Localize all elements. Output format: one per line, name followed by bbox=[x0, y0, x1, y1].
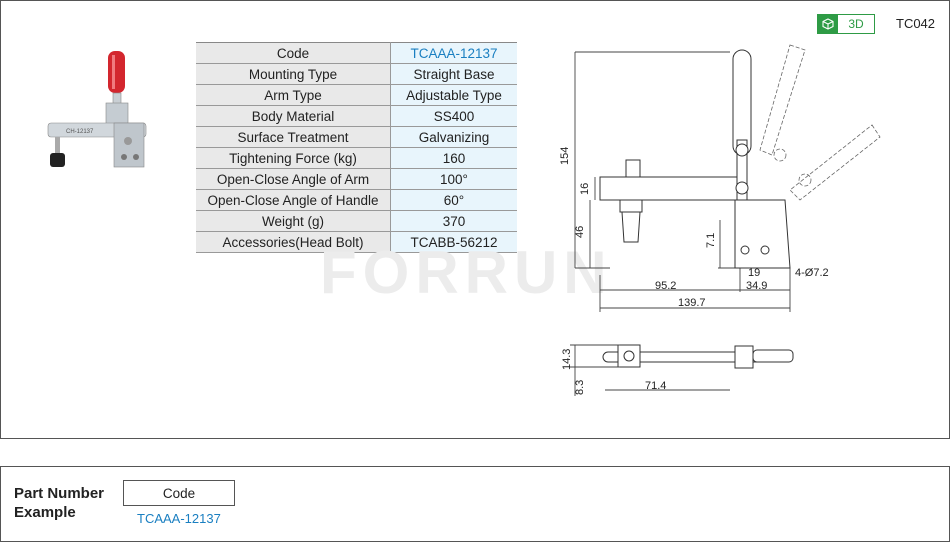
spec-label: Open-Close Angle of Arm bbox=[196, 168, 391, 190]
spec-value: 370 bbox=[390, 210, 517, 232]
dim-7-1: 7.1 bbox=[705, 233, 717, 248]
spec-label: Tightening Force (kg) bbox=[196, 147, 391, 169]
spec-value: 60° bbox=[390, 189, 517, 211]
svg-text:CH-12137: CH-12137 bbox=[66, 129, 94, 135]
spec-value: Adjustable Type bbox=[390, 84, 517, 106]
dim-4-hole: 4-Ø7.2 bbox=[795, 267, 829, 279]
spec-value: Galvanizing bbox=[390, 126, 517, 148]
spec-code-link[interactable]: TCAAA-12137 bbox=[390, 42, 517, 64]
dim-95-2: 95.2 bbox=[655, 280, 676, 292]
dim-46: 46 bbox=[574, 226, 586, 238]
dim-71-4: 71.4 bbox=[645, 380, 666, 392]
spec-value: TCABB-56212 bbox=[390, 231, 517, 253]
model-code: TC042 bbox=[896, 16, 936, 31]
spec-label: Code bbox=[196, 42, 391, 64]
spec-label: Open-Close Angle of Handle bbox=[196, 189, 391, 211]
dim-139-7: 139.7 bbox=[678, 297, 706, 309]
spec-row: Weight (g)370 bbox=[196, 210, 517, 232]
spec-value: SS400 bbox=[390, 105, 517, 127]
spec-label: Arm Type bbox=[196, 84, 391, 106]
technical-drawing: 154 16 46 7.1 19 4-Ø7.2 95.2 34.9 139.7 … bbox=[559, 44, 881, 396]
dim-8-3: 8.3 bbox=[574, 380, 586, 395]
code-box: Code bbox=[123, 480, 235, 506]
spec-value: Straight Base bbox=[390, 63, 517, 85]
spec-label: Weight (g) bbox=[196, 210, 391, 232]
watermark: FORRUN bbox=[320, 239, 613, 306]
spec-label: Accessories(Head Bolt) bbox=[196, 231, 391, 253]
spec-label: Body Material bbox=[196, 105, 391, 127]
spec-label: Mounting Type bbox=[196, 63, 391, 85]
code-example-link[interactable]: TCAAA-12137 bbox=[137, 511, 221, 526]
product-photo: CH-12137 bbox=[47, 51, 147, 168]
dim-19: 19 bbox=[748, 267, 760, 279]
spec-row: Accessories(Head Bolt)TCABB-56212 bbox=[196, 231, 517, 253]
spec-label: Surface Treatment bbox=[196, 126, 391, 148]
dim-34-9: 34.9 bbox=[746, 280, 767, 292]
3d-label: 3D bbox=[848, 17, 864, 31]
dim-14-3: 14.3 bbox=[561, 349, 573, 370]
spec-value: 160 bbox=[390, 147, 517, 169]
part-number-label: Part Number Example bbox=[14, 485, 105, 521]
3d-button[interactable]: 3D bbox=[817, 14, 875, 34]
dim-154: 154 bbox=[559, 147, 571, 165]
spec-value: 100° bbox=[390, 168, 517, 190]
dim-16: 16 bbox=[579, 183, 591, 195]
spec-row: Tightening Force (kg)160 bbox=[196, 147, 517, 169]
cube-icon bbox=[818, 15, 838, 33]
